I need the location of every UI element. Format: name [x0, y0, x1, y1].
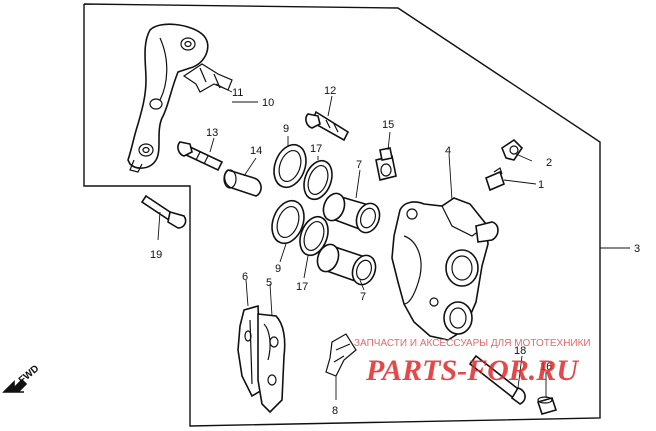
- callout-7-upper: 7: [356, 159, 362, 171]
- callout-13: 13: [206, 127, 218, 139]
- callout-10: 10: [262, 97, 274, 109]
- bleeder-valve-15: [375, 147, 397, 181]
- clip-2: [501, 138, 524, 161]
- bolt-1: [485, 167, 505, 192]
- plug-16: [536, 396, 558, 415]
- callout-15: 15: [382, 119, 394, 131]
- callout-9-lower: 9: [275, 263, 281, 275]
- forward-arrow-icon: [2, 378, 28, 393]
- callout-18: 18: [514, 345, 526, 357]
- callout-2: 2: [546, 157, 552, 169]
- assembly-frame: [83, 3, 601, 427]
- callout-16: 16: [540, 361, 552, 373]
- forward-label: FWD: [17, 363, 42, 386]
- callout-11: 11: [232, 87, 243, 99]
- pin-sleeve-14: [223, 169, 262, 197]
- seal-9-upper: [273, 143, 307, 189]
- callout-12: 12: [324, 85, 336, 97]
- pin-bolt-12: [305, 110, 350, 142]
- callout-3: 3: [634, 243, 640, 255]
- callout-19: 19: [150, 249, 162, 261]
- piston-7-lower: [316, 243, 377, 286]
- callout-5: 5: [266, 277, 272, 289]
- pin-bolt-13: [177, 141, 224, 172]
- callout-4: 4: [445, 145, 451, 157]
- callout-17-upper: 17: [310, 143, 322, 155]
- callout-7-lower: 7: [360, 291, 366, 303]
- pad-spring-8: [325, 333, 357, 377]
- forward-direction-marker: FWD: [2, 363, 42, 393]
- seal-9-lower: [271, 199, 305, 245]
- callout-1: 1: [538, 179, 544, 191]
- piston-7-upper: [322, 192, 381, 234]
- caliper-body: [391, 197, 499, 341]
- pin-18: [468, 354, 526, 405]
- watermark-caption: ЗАПЧАСТИ И АКСЕССУАРЫ ДЛЯ МОТОТЕХНИКИ: [354, 338, 591, 349]
- leader-lines: [157, 83, 630, 400]
- watermark-brand: PARTS-FOR.RU: [365, 354, 579, 387]
- callout-6: 6: [242, 271, 248, 283]
- callout-14: 14: [250, 145, 262, 157]
- bolt-19: [140, 194, 187, 229]
- seal-17-lower: [299, 215, 329, 257]
- callout-9-upper: 9: [283, 123, 289, 135]
- brake-pad-5: [257, 313, 286, 414]
- callout-8: 8: [332, 405, 338, 417]
- callout-17-lower: 17: [296, 281, 308, 293]
- caliper-bracket: [127, 23, 209, 173]
- seal-17-upper: [303, 159, 333, 201]
